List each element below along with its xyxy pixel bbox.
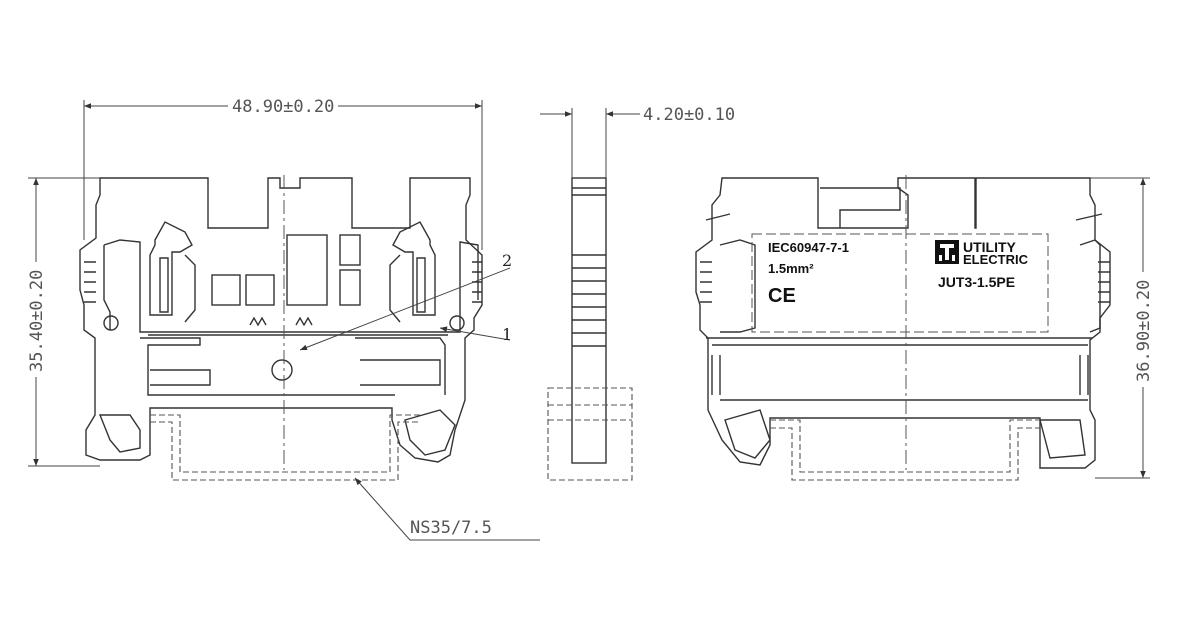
din-rail-front: [150, 414, 420, 481]
front-height-dimension-text: 35.40±0.20: [27, 270, 47, 372]
side-view: [571, 177, 607, 464]
standard-text: IEC60947-7-1: [768, 240, 849, 255]
brand-line2: ELECTRIC: [963, 252, 1029, 267]
back-view: [695, 177, 1111, 469]
leader-1: [439, 326, 511, 341]
marking-area: [751, 233, 1049, 333]
din-rail-back: [770, 419, 1040, 481]
rail-callout: NS35/7.5: [410, 518, 492, 538]
width-dimension-text: 48.90±0.20: [232, 97, 334, 117]
brand-line1: UTILITY: [963, 239, 1017, 255]
din-rail-side: [547, 387, 633, 481]
leader-rail: [354, 477, 540, 541]
thickness-dimension-text: 4.20±0.10: [643, 105, 735, 125]
model-text: JUT3-1.5PE: [938, 274, 1015, 290]
back-height-dimension-text: 36.90±0.20: [1134, 280, 1154, 382]
ce-mark: CE: [768, 285, 796, 307]
callout-1: 1: [502, 325, 512, 344]
leader-2: [299, 267, 511, 351]
brand-logo: [935, 240, 959, 264]
callout-2: 2: [502, 251, 512, 270]
cross-section-text: 1.5mm²: [768, 261, 814, 276]
front-view: [79, 177, 483, 463]
